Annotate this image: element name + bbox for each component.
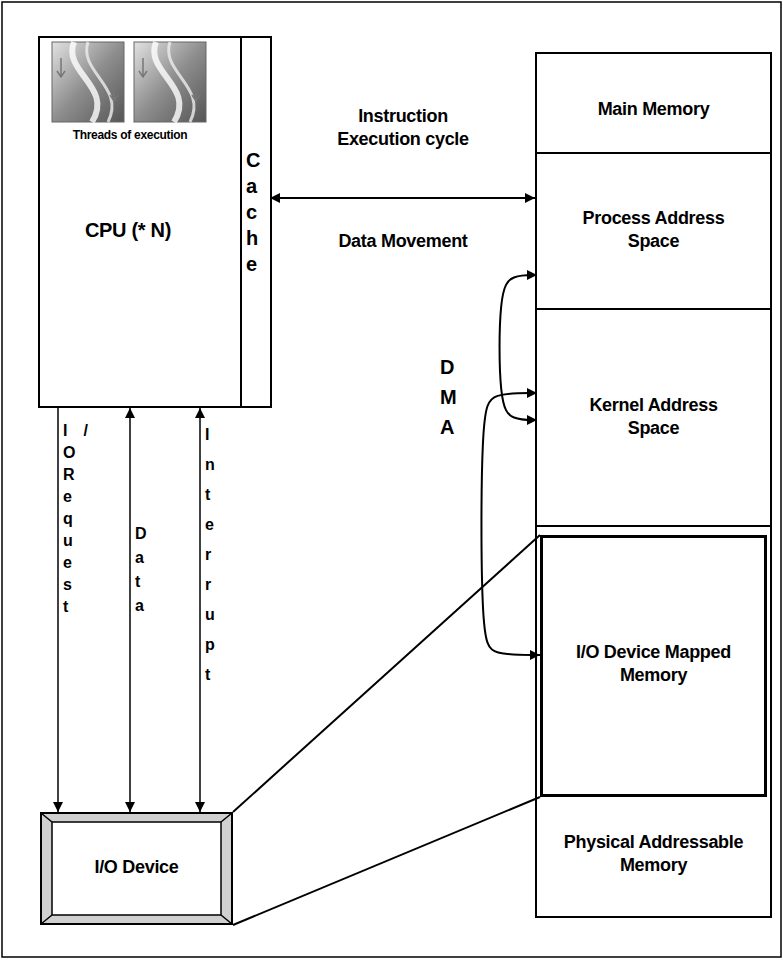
thread-swoosh xyxy=(169,42,194,122)
device-bevel-edge xyxy=(41,813,232,924)
cache-label: Cache xyxy=(246,147,266,277)
connector-arrow xyxy=(199,408,201,812)
connector-arrow xyxy=(481,393,540,655)
edge-label: Data xyxy=(135,522,151,618)
cpu-box: Cache Threads of executionCPU (* N) xyxy=(38,36,272,408)
io-device-box: I/O Device xyxy=(40,812,233,925)
zoom-line xyxy=(233,535,540,812)
connector-arrow xyxy=(270,197,535,199)
memory-region: Process Address Space xyxy=(537,152,770,310)
device-bevel xyxy=(40,812,233,925)
connector-arrow xyxy=(57,408,59,812)
thread-swoosh xyxy=(87,42,112,122)
thread-arrow xyxy=(57,58,118,101)
thread-picture-ground xyxy=(52,42,124,122)
thread-picture xyxy=(134,42,206,122)
region-label: Process Address Space xyxy=(566,207,741,254)
thread-swoosh xyxy=(154,42,179,122)
connector-arrow xyxy=(129,408,131,812)
thread-picture xyxy=(52,42,124,122)
zoom-line xyxy=(233,797,540,925)
dma-label: DMA xyxy=(440,352,460,442)
mapped-memory-box: I/O Device Mapped Memory xyxy=(540,535,767,797)
device-label: I/O Device xyxy=(62,856,212,879)
cache-strip: Cache xyxy=(240,38,270,406)
flow-label: Data Movement xyxy=(313,230,493,253)
caption-text: Threads of execution xyxy=(40,128,220,144)
memory-box: Process Address SpaceKernel Address Spac… xyxy=(535,52,772,918)
thread-arrow xyxy=(139,58,200,101)
region-label: I/O Device Mapped Memory xyxy=(564,641,744,688)
edge-label: Interrupt xyxy=(205,420,221,690)
memory-region: Kernel Address Space xyxy=(537,310,770,527)
device-inner-face xyxy=(52,822,221,915)
region-label: Kernel Address Space xyxy=(566,394,741,441)
cpu-label: CPU (* N) xyxy=(53,217,203,243)
thread-picture-ground xyxy=(134,42,206,122)
thread-swoosh xyxy=(72,42,97,122)
connector-arrow xyxy=(500,275,537,420)
memory-footer: Physical Addressable Memory xyxy=(546,831,761,878)
edge-label: I/O Request xyxy=(63,420,79,618)
edge-label: Instruction Execution cycle xyxy=(328,105,478,152)
memory-heading: Main Memory xyxy=(546,98,761,121)
